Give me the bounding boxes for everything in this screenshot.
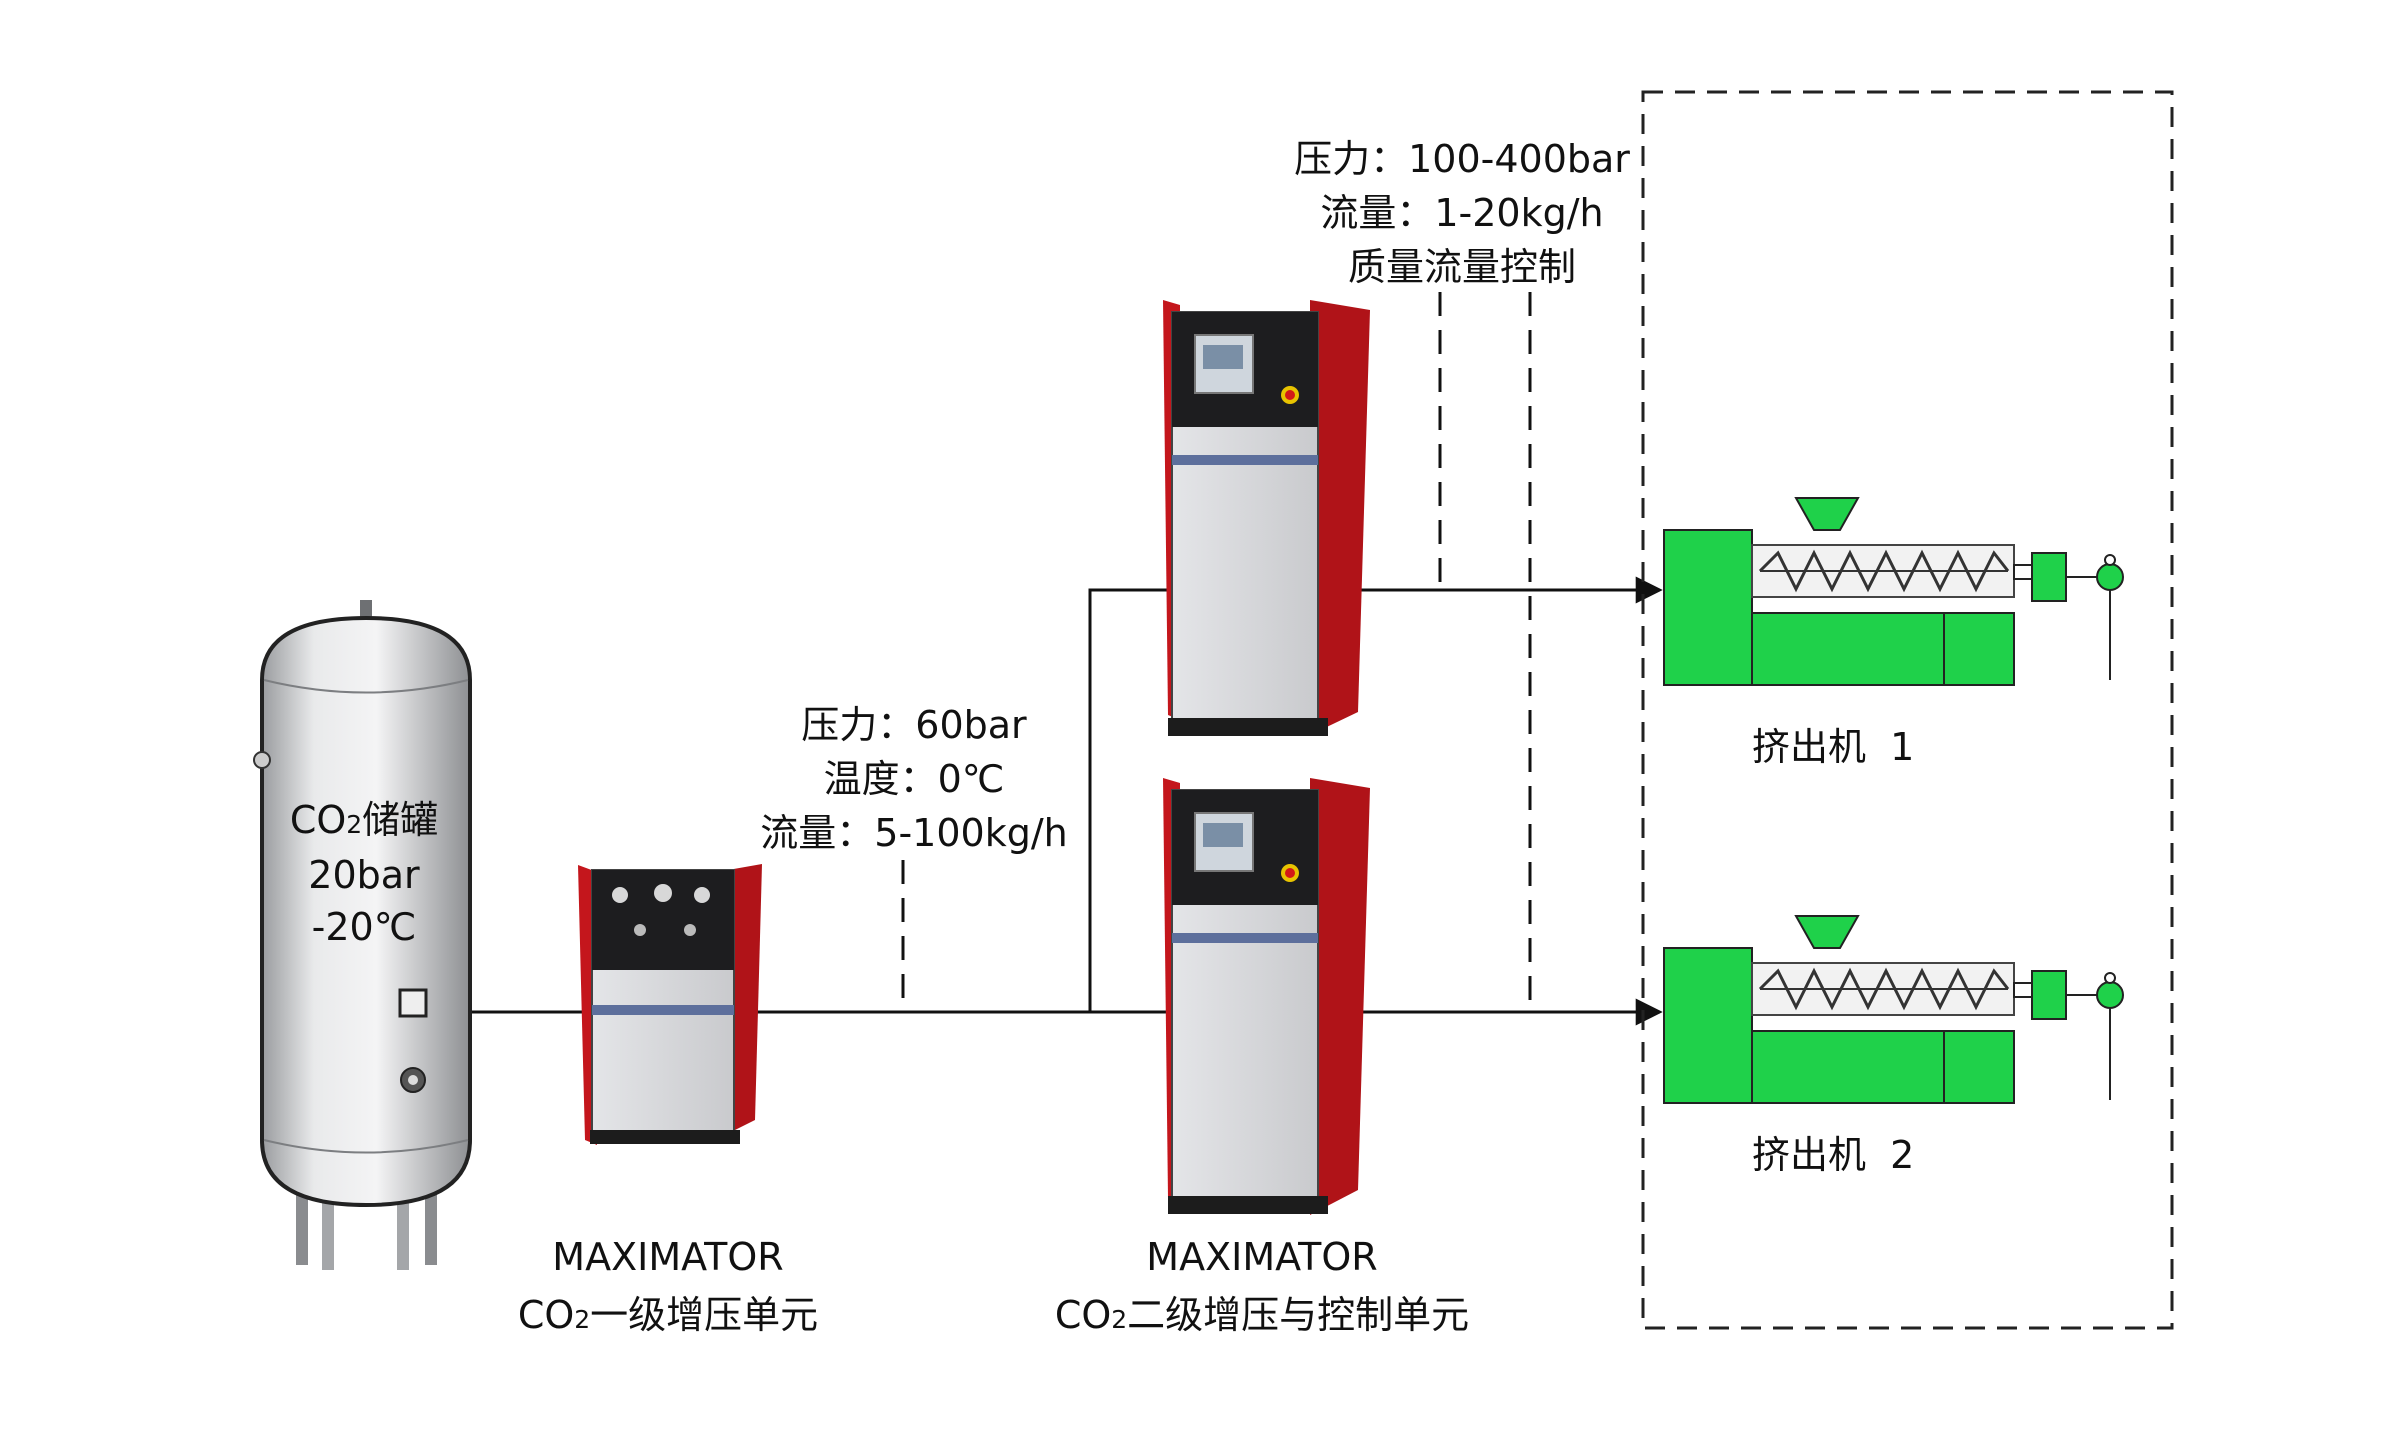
piping bbox=[468, 576, 1663, 1026]
high-pressure-value: 压力：100-400bar bbox=[1294, 137, 1630, 181]
die-connector bbox=[2013, 564, 2033, 580]
stage2-description: CO2二级增压与控制单元 bbox=[1055, 1293, 1469, 1337]
low-pressure-value: 压力：60bar bbox=[801, 703, 1027, 747]
low-pressure-spec: 压力：60bar 温度：0℃ 流量：5-100kg/h bbox=[760, 703, 1067, 855]
stage2-cabinet-bottom bbox=[1163, 778, 1370, 1215]
tank-label-pressure: 20bar bbox=[308, 853, 420, 897]
tank-leg bbox=[322, 1185, 334, 1270]
stage2-brand: MAXIMATOR bbox=[1146, 1235, 1377, 1279]
high-pressure-spec: 压力：100-400bar 流量：1-20kg/h 质量流量控制 bbox=[1294, 137, 1630, 289]
extruder-base bbox=[1751, 1030, 2015, 1104]
stage1-brand: MAXIMATOR bbox=[552, 1235, 783, 1279]
gauge-icon bbox=[654, 884, 672, 902]
hopper-icon bbox=[1794, 497, 1860, 531]
extruder-2: 挤出机 2 bbox=[1663, 915, 2124, 1177]
extruder-motor bbox=[1663, 947, 1753, 1104]
screw-icon bbox=[1758, 967, 2010, 1011]
cabinet-side-panel bbox=[1310, 778, 1370, 1215]
nozzle-head-icon bbox=[2096, 563, 2124, 591]
nozzle-head-icon bbox=[2096, 981, 2124, 1009]
extruder-group-box bbox=[1641, 90, 2174, 1330]
stage2-caption: MAXIMATOR CO2二级增压与控制单元 bbox=[1055, 1235, 1469, 1337]
cabinet-side-panel bbox=[1310, 300, 1370, 735]
cabinet-base bbox=[1168, 718, 1328, 736]
stage1-description: CO2一级增压单元 bbox=[518, 1293, 818, 1337]
stage1-side-panel bbox=[728, 864, 762, 1130]
stage1-base bbox=[590, 1130, 740, 1144]
low-flow-value: 流量：5-100kg/h bbox=[760, 811, 1067, 855]
extruder-1: 挤出机 1 bbox=[1663, 497, 2124, 769]
tank-top-seam bbox=[263, 679, 469, 694]
low-temperature-value: 温度：0℃ bbox=[824, 757, 1005, 801]
mass-flow-control-label: 质量流量控制 bbox=[1348, 245, 1576, 289]
tank-valve-icon-inner bbox=[408, 1075, 418, 1085]
stage1-caption: MAXIMATOR CO2一级增压单元 bbox=[518, 1235, 818, 1337]
knob-icon bbox=[634, 924, 646, 936]
stage2-cabinet-top bbox=[1163, 300, 1370, 736]
high-flow-value: 流量：1-20kg/h bbox=[1320, 191, 1603, 235]
hmi-display bbox=[1203, 823, 1243, 847]
pipe-manifold-riser bbox=[1088, 588, 1168, 1012]
gauge-icon bbox=[694, 887, 710, 903]
tank-body bbox=[260, 615, 472, 1208]
tank-gauge-box bbox=[398, 988, 428, 1018]
cabinet-base bbox=[1168, 1196, 1328, 1214]
tank-side-port bbox=[253, 751, 271, 769]
knob-icon bbox=[684, 924, 696, 936]
die-block bbox=[2031, 970, 2067, 1020]
extruder-1-label: 挤出机 1 bbox=[1752, 725, 1914, 769]
stage1-booster-unit bbox=[578, 864, 762, 1145]
tank-bottom-seam bbox=[263, 1139, 469, 1154]
leader-lines bbox=[901, 292, 1532, 1008]
co2-tank: CO2储罐 20bar -20℃ bbox=[253, 600, 472, 1270]
tank-label-line1: CO2储罐 bbox=[290, 798, 438, 842]
die-block bbox=[2031, 552, 2067, 602]
tank-leg bbox=[397, 1185, 409, 1270]
screw-icon bbox=[1758, 549, 2010, 593]
gauge-icon bbox=[612, 887, 628, 903]
nozzle-tip bbox=[2104, 972, 2116, 984]
die-connector bbox=[2013, 982, 2033, 998]
extruder-2-label: 挤出机 2 bbox=[1752, 1133, 1914, 1177]
hopper-icon bbox=[1794, 915, 1860, 949]
stage1-brand-stripe bbox=[592, 1005, 734, 1015]
tank-label-temperature: -20℃ bbox=[312, 905, 417, 949]
hmi-display bbox=[1203, 345, 1243, 369]
extruder-base bbox=[1751, 612, 2015, 686]
emergency-stop-button bbox=[1285, 390, 1295, 400]
nozzle-tip bbox=[2104, 554, 2116, 566]
extruder-motor bbox=[1663, 529, 1753, 686]
cabinet-brand-stripe bbox=[1172, 455, 1318, 465]
emergency-stop-button bbox=[1285, 868, 1295, 878]
cabinet-brand-stripe bbox=[1172, 933, 1318, 943]
